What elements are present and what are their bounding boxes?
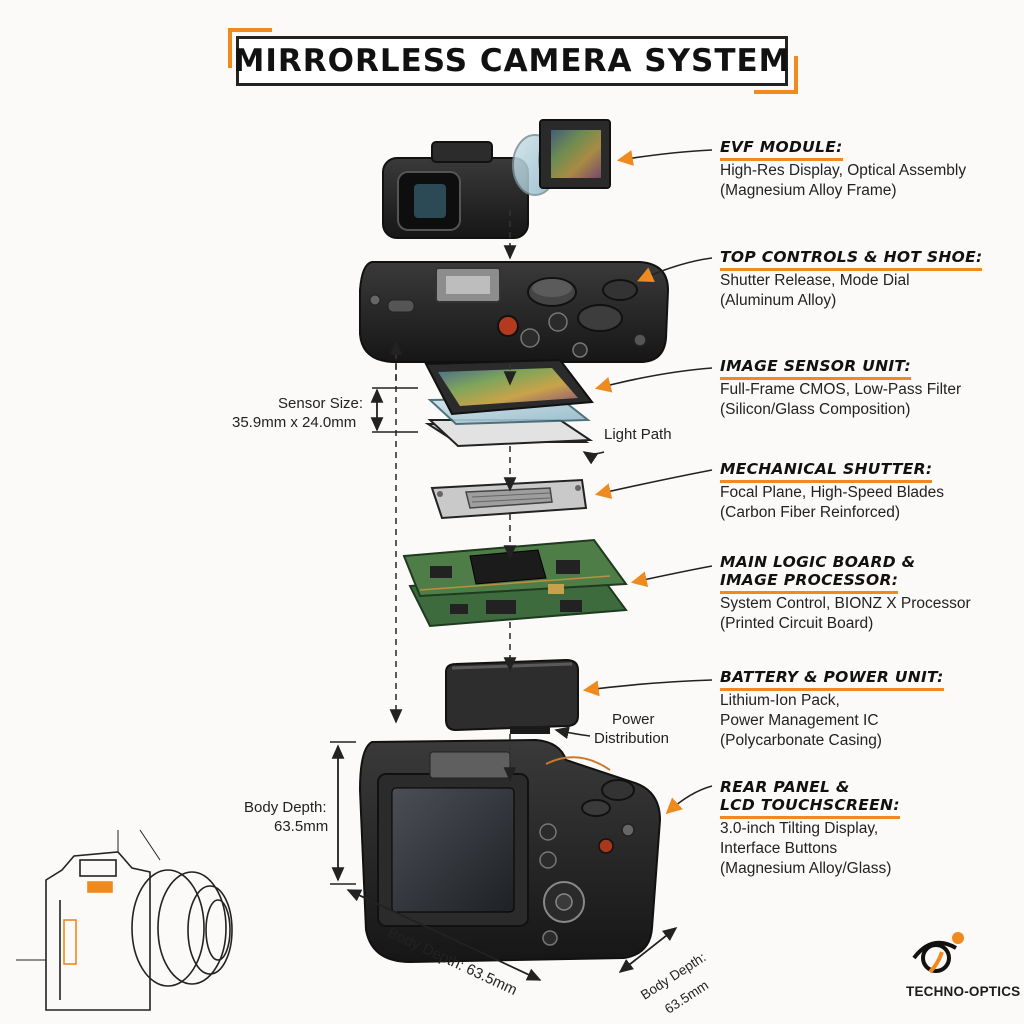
callout-arrows <box>582 149 713 815</box>
label-line: (Printed Circuit Board) <box>720 615 874 632</box>
label-line: Power Management IC <box>720 712 879 729</box>
label-line: (Aluminum Alloy) <box>720 292 837 309</box>
main-logic-board-drawing <box>402 538 628 628</box>
camera-body-drawing <box>358 738 662 964</box>
mechanical-shutter-drawing <box>430 478 588 520</box>
label-line: 3.0-inch Tilting Display, <box>720 820 879 837</box>
label-line: Shutter Release, Mode Dial <box>720 272 910 289</box>
techno-optics-logo-icon <box>912 932 964 974</box>
assembly-guide-lines <box>389 210 517 782</box>
label-rear-panel: REAR PANEL & LCD TOUCHSCREEN: 3.0-inch T… <box>720 778 1010 879</box>
sensor-size-label: Sensor Size: <box>278 395 364 412</box>
label-heading: REAR PANEL & <box>720 778 850 796</box>
title-frame: MIRRORLESS CAMERA SYSTEM <box>233 36 791 86</box>
label-line: (Magnesium Alloy/Glass) <box>720 860 892 877</box>
label-heading: IMAGE SENSOR UNIT: <box>720 357 911 380</box>
label-line: Interface Buttons <box>720 840 838 857</box>
annotation-pointers <box>554 451 605 740</box>
label-line: Lithium-Ion Pack, <box>720 692 840 709</box>
label-heading: TOP CONTROLS & HOT SHOE: <box>720 248 983 271</box>
label-heading: EVF MODULE: <box>720 138 843 161</box>
label-line: (Silicon/Glass Composition) <box>720 401 911 418</box>
battery-drawing <box>445 658 579 734</box>
label-heading: MAIN LOGIC BOARD & <box>720 553 916 571</box>
title-accent <box>228 28 272 32</box>
top-controls-drawing <box>359 261 670 363</box>
body-depth-left-label: Body Depth: <box>244 799 327 816</box>
title-accent <box>228 28 232 68</box>
label-heading: IMAGE PROCESSOR: <box>720 571 899 594</box>
label-heading: MECHANICAL SHUTTER: <box>720 460 933 483</box>
dimension-lines <box>330 387 678 981</box>
brand-name: TECHNO-OPTICS <box>906 984 1021 999</box>
label-main-logic-board: MAIN LOGIC BOARD & IMAGE PROCESSOR: Syst… <box>720 553 1010 634</box>
power-distribution-label: Power <box>612 711 655 728</box>
label-evf-module: EVF MODULE: High-Res Display, Optical As… <box>720 138 1010 201</box>
label-line: (Carbon Fiber Reinforced) <box>720 504 901 521</box>
label-heading: BATTERY & POWER UNIT: <box>720 668 944 691</box>
label-mechanical-shutter: MECHANICAL SHUTTER: Focal Plane, High-Sp… <box>720 460 1010 523</box>
label-top-controls: TOP CONTROLS & HOT SHOE: Shutter Release… <box>720 248 1010 311</box>
camera-sketch-drawing <box>16 829 233 1011</box>
page-title: MIRRORLESS CAMERA SYSTEM <box>233 43 791 79</box>
title-accent <box>794 56 798 94</box>
title-accent <box>754 90 798 94</box>
label-line: Focal Plane, High-Speed Blades <box>720 484 945 501</box>
label-line: Full-Frame CMOS, Low-Pass Filter <box>720 381 962 398</box>
label-heading: LCD TOUCHSCREEN: <box>720 796 900 819</box>
label-battery-power: BATTERY & POWER UNIT: Lithium-Ion Pack, … <box>720 668 1010 751</box>
label-line: High-Res Display, Optical Assembly <box>720 162 967 179</box>
evf-module-drawing <box>382 119 611 239</box>
label-line: System Control, BIONZ X Processor <box>720 595 971 612</box>
body-depth-left-value: 63.5mm <box>274 818 329 835</box>
label-image-sensor: IMAGE SENSOR UNIT: Full-Frame CMOS, Low-… <box>720 357 1010 420</box>
image-sensor-drawing <box>424 358 594 448</box>
label-line: (Polycarbonate Casing) <box>720 732 882 749</box>
light-path-label: Light Path <box>604 426 672 443</box>
label-line: (Magnesium Alloy Frame) <box>720 182 897 199</box>
sensor-size-value: 35.9mm x 24.0mm <box>232 414 357 431</box>
power-distribution-label: Distribution <box>594 730 670 747</box>
